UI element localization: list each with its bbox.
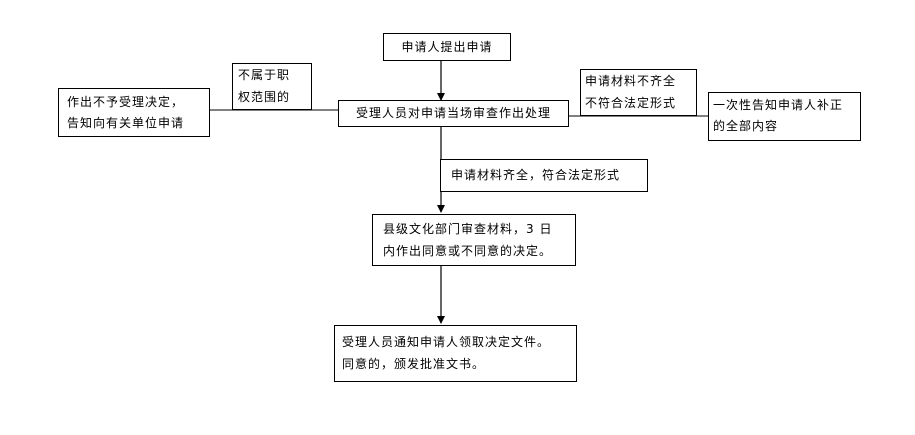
county-review-line-2: 内作出同意或不同意的决定。 bbox=[383, 244, 553, 258]
reject-notice-line-1: 作出不予受理决定， bbox=[67, 95, 185, 109]
node-onsite-review: 受理人员对申请当场审查作出处理 bbox=[338, 100, 569, 127]
incomplete-line-2: 不符合法定形式 bbox=[585, 96, 677, 110]
node-complete: 申请材料齐全，符合法定形式 bbox=[440, 159, 648, 192]
notify-decision-line-1: 受理人员通知申请人领取决定文件。 bbox=[342, 335, 551, 349]
node-complete-text: 申请材料齐全，符合法定形式 bbox=[451, 168, 621, 182]
node-reject-notice: 作出不予受理决定， 告知向有关单位申请 bbox=[58, 88, 210, 137]
notify-decision-line-2: 同意的，颁发批准文书。 bbox=[342, 357, 486, 371]
node-apply: 申请人提出申请 bbox=[383, 33, 511, 61]
node-onsite-review-text: 受理人员对申请当场审查作出处理 bbox=[355, 106, 551, 120]
node-incomplete: 申请材料不齐全 不符合法定形式 bbox=[580, 69, 697, 116]
node-out-of-scope: 不属于职 权范围的 bbox=[232, 63, 312, 110]
node-one-time-notice: 一次性告知申请人补正 的全部内容 bbox=[708, 92, 861, 141]
out-of-scope-line-2: 权范围的 bbox=[238, 90, 291, 104]
one-time-notice-line-2: 的全部内容 bbox=[713, 119, 779, 133]
one-time-notice-line-1: 一次性告知申请人补正 bbox=[713, 98, 844, 112]
reject-notice-line-2: 告知向有关单位申请 bbox=[67, 116, 185, 130]
incomplete-line-1: 申请材料不齐全 bbox=[585, 74, 677, 88]
node-apply-text: 申请人提出申请 bbox=[401, 40, 493, 54]
county-review-line-1: 县级文化部门审查材料，3 日 bbox=[383, 222, 553, 236]
out-of-scope-line-1: 不属于职 bbox=[238, 68, 291, 82]
node-county-review: 县级文化部门审查材料，3 日 内作出同意或不同意的决定。 bbox=[372, 214, 576, 266]
node-notify-decision: 受理人员通知申请人领取决定文件。 同意的，颁发批准文书。 bbox=[334, 325, 577, 382]
